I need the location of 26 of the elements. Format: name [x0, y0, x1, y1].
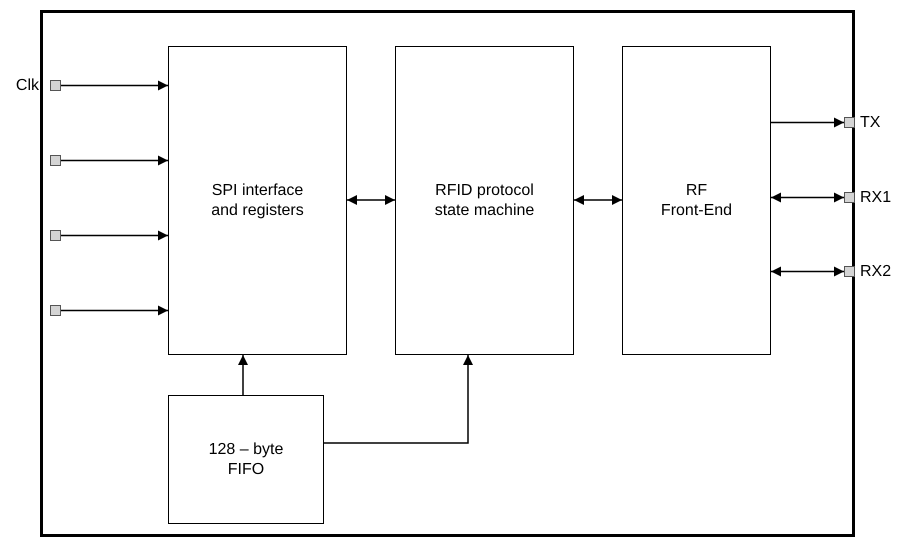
block-label: SPI interface and registers [210, 180, 305, 220]
block-label: RFID protocol state machine [434, 180, 536, 220]
pin-label: RX2 [860, 263, 892, 281]
pin-square [50, 155, 61, 166]
block-box [395, 46, 574, 355]
arrow [324, 355, 473, 444]
block-label: 128 – byte FIFO [208, 440, 284, 480]
arrow [61, 306, 168, 316]
block-box [622, 46, 771, 355]
block-box [168, 46, 347, 355]
arrow [771, 192, 844, 202]
block-label: RF Front-End [660, 180, 734, 220]
arrow [61, 230, 168, 240]
arrow [771, 118, 844, 128]
arrow [61, 156, 168, 166]
arrow [574, 195, 622, 205]
block-box [168, 395, 324, 524]
pin-label: RX1 [860, 189, 892, 207]
pin-square [50, 305, 61, 316]
pin-label: Clk [16, 77, 39, 95]
arrow [347, 195, 395, 205]
pin-label: TX [860, 114, 880, 132]
arrow [238, 355, 248, 395]
arrow [771, 266, 844, 276]
arrow [61, 80, 168, 90]
pin-square [50, 230, 61, 241]
